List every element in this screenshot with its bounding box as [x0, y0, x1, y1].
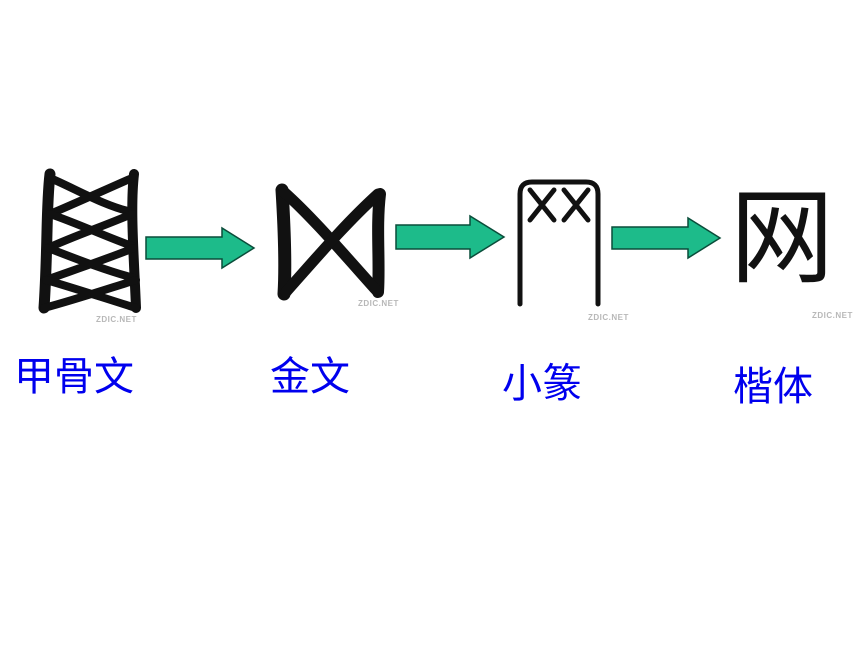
regular-watermark: ZDIC.NET [812, 311, 853, 320]
bronze-glyph [272, 182, 390, 301]
label-regular: 楷体 [733, 364, 813, 410]
oracle-bone-glyph [34, 168, 146, 314]
bronze-watermark: ZDIC.NET [358, 299, 399, 308]
arrow-smallseal-to-regular [610, 216, 722, 264]
label-bronze: 金文 [270, 354, 350, 400]
small-seal-watermark: ZDIC.NET [588, 313, 629, 322]
regular-script-glyph: 网 [730, 177, 835, 299]
arrow-bronze-to-smallseal [394, 214, 506, 264]
label-small-seal: 小篆 [502, 361, 582, 407]
small-seal-glyph [514, 176, 604, 308]
right-arrow-icon [611, 216, 722, 260]
arrow-oracle-to-bronze [144, 226, 256, 274]
right-arrow-icon [395, 214, 506, 260]
right-arrow-icon [145, 226, 256, 270]
label-oracle-bone: 甲骨文 [14, 354, 134, 400]
oracle-watermark: ZDIC.NET [96, 315, 137, 324]
